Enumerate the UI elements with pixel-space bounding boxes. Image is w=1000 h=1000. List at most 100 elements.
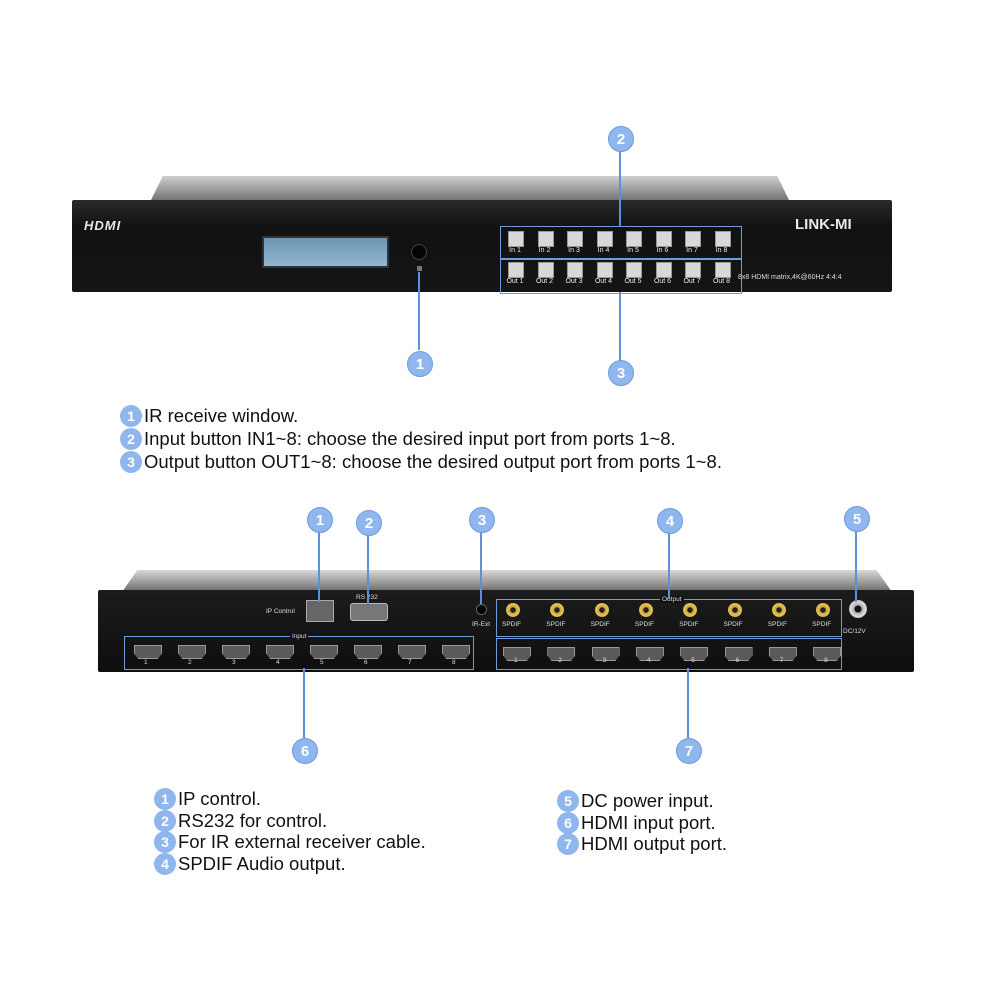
input-button-7[interactable] xyxy=(685,231,701,247)
output-button-4[interactable] xyxy=(596,262,613,278)
hdmi-output-port-5[interactable] xyxy=(680,647,709,661)
rear-callout-2: 2 xyxy=(356,510,382,536)
spdif-jack-7[interactable] xyxy=(771,603,786,617)
spdif-jack-2[interactable] xyxy=(550,603,565,617)
spdif-jack-1[interactable] xyxy=(506,603,520,617)
hdmi-output-port-number: 8 xyxy=(824,657,828,664)
spdif-jack-6[interactable] xyxy=(727,603,742,617)
output-button-group-frame xyxy=(500,258,742,294)
rear-legend-text: HDMI output port. xyxy=(581,833,728,854)
hdmi-output-port-8[interactable] xyxy=(813,647,842,661)
spdif-jack-4[interactable] xyxy=(638,603,653,617)
rear-callout-3: 3 xyxy=(469,507,495,533)
spdif-label: SPDIF xyxy=(812,621,832,628)
input-group-label: Input xyxy=(290,633,309,640)
input-button-3[interactable] xyxy=(567,231,583,247)
hdmi-output-port-number: 6 xyxy=(735,657,740,664)
hdmi-input-port-2[interactable] xyxy=(178,645,206,659)
input-button-5[interactable] xyxy=(626,231,642,247)
hdmi-input-port-number: 5 xyxy=(320,659,324,666)
rear-callout-1: 1 xyxy=(307,507,333,533)
output-button-7[interactable] xyxy=(685,262,701,278)
spdif-jack-3[interactable] xyxy=(594,603,609,617)
output-button-label: Out 6 xyxy=(653,278,672,285)
ir-ext-jack xyxy=(476,604,487,615)
front-legend-text: Output button OUT1~8: choose the desired… xyxy=(144,451,722,472)
spdif-jack-8[interactable] xyxy=(816,603,831,617)
rs232-label: RS 232 xyxy=(356,594,378,601)
spdif-label: SPDIF xyxy=(546,621,566,628)
front-hdmi-logo: HDMI xyxy=(84,218,122,233)
input-button-label: In 2 xyxy=(538,247,551,254)
leader-line-rear-5 xyxy=(855,530,857,602)
output-button-3[interactable] xyxy=(567,262,583,278)
dc-label: DC/12V xyxy=(843,628,866,635)
rear-legend-number-badge: 6 xyxy=(557,811,579,834)
leader-line-rear-3 xyxy=(480,530,482,604)
rear-legend-text: For IR external receiver cable. xyxy=(178,831,426,852)
leader-line-rear-6 xyxy=(303,668,305,738)
hdmi-output-port-1[interactable] xyxy=(503,647,531,661)
input-button-label: In 3 xyxy=(568,247,580,254)
hdmi-input-port-7[interactable] xyxy=(398,645,426,659)
hdmi-output-port-6[interactable] xyxy=(724,647,753,661)
input-button-8[interactable] xyxy=(714,231,731,247)
ir-ext-label: IR-Ext xyxy=(472,621,491,628)
spdif-label: SPDIF xyxy=(502,621,522,628)
hdmi-output-port-number: 7 xyxy=(779,657,784,664)
output-button-label: Out 1 xyxy=(506,278,524,285)
input-button-4[interactable] xyxy=(596,231,613,247)
spdif-jack-5[interactable] xyxy=(683,603,698,617)
hdmi-input-port-8[interactable] xyxy=(442,645,470,659)
hdmi-input-port-5[interactable] xyxy=(310,645,338,659)
input-button-label: In 6 xyxy=(656,247,669,254)
input-button-label: In 5 xyxy=(627,247,639,254)
input-button-1[interactable] xyxy=(508,231,524,247)
front-legend-number-badge: 1 xyxy=(120,405,142,427)
leader-line-rear-7 xyxy=(687,668,689,738)
ip-control-label: IP Control xyxy=(266,608,295,615)
hdmi-input-port-4[interactable] xyxy=(266,645,294,659)
rear-legend-number-badge: 1 xyxy=(154,788,176,810)
hdmi-output-port-3[interactable] xyxy=(591,647,620,661)
hdmi-input-port-3[interactable] xyxy=(222,645,250,659)
hdmi-output-port-number: 3 xyxy=(602,657,607,664)
front-callout-2: 2 xyxy=(608,126,634,152)
front-legend-text: IR receive window. xyxy=(144,405,299,426)
front-brand-logo: LINK-MI xyxy=(795,216,852,233)
hdmi-input-port-6[interactable] xyxy=(354,645,382,659)
output-button-6[interactable] xyxy=(655,262,672,278)
leader-line-front-2 xyxy=(619,150,621,227)
rear-legend-number-badge: 4 xyxy=(154,852,176,875)
hdmi-output-port-4[interactable] xyxy=(635,647,664,661)
leader-line-front-1 xyxy=(418,272,420,350)
output-button-1[interactable] xyxy=(508,262,524,278)
input-button-2[interactable] xyxy=(537,231,554,247)
hdmi-input-port-1[interactable] xyxy=(134,645,162,659)
output-button-label: Out 4 xyxy=(594,278,613,285)
rs232-port xyxy=(350,603,388,621)
hdmi-input-port-number: 3 xyxy=(232,659,236,666)
input-button-6[interactable] xyxy=(655,231,672,247)
rear-callout-4: 4 xyxy=(657,508,683,534)
output-button-5[interactable] xyxy=(626,262,642,278)
rear-legend-number-badge: 2 xyxy=(154,809,176,832)
output-button-label: Out 5 xyxy=(624,278,642,285)
input-button-group-frame xyxy=(500,226,742,260)
leader-line-rear-4 xyxy=(668,531,670,599)
output-button-8[interactable] xyxy=(714,262,731,278)
front-legend-number-badge: 2 xyxy=(120,428,142,450)
hdmi-output-port-7[interactable] xyxy=(768,647,797,661)
dc-power-jack xyxy=(849,600,867,618)
rear-legend-number-badge: 7 xyxy=(557,833,579,855)
hdmi-output-port-2[interactable] xyxy=(547,647,576,661)
rear-legend-text: RS232 for control. xyxy=(178,809,328,831)
output-button-2[interactable] xyxy=(537,262,554,278)
output-button-label: Out 2 xyxy=(535,278,554,285)
spdif-label: SPDIF xyxy=(679,621,699,628)
front-model-text: 8x8 HDMI matrix,4K@60Hz 4:4:4 xyxy=(738,274,842,281)
